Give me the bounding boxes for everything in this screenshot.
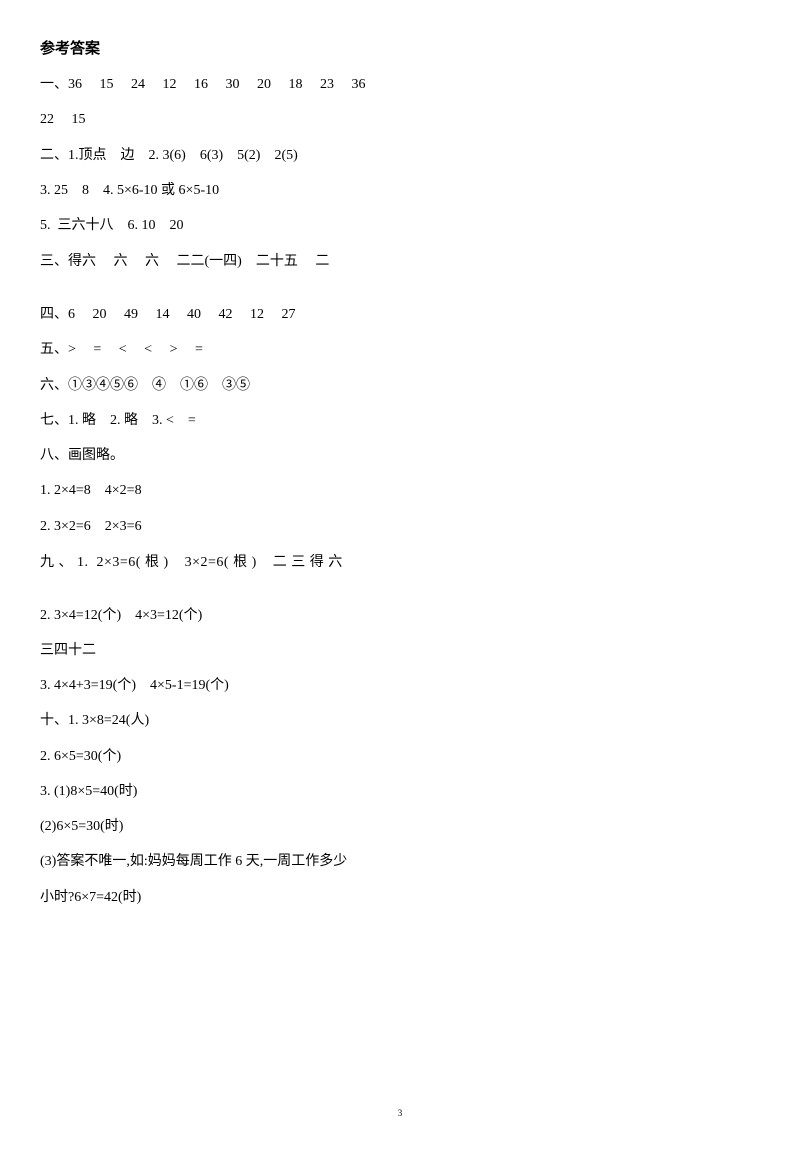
answer-line-section-2-q3-q4: 3. 25 8 4. 5×6-10 或 6×5-10 — [40, 183, 220, 198]
answer-line-section-5: 五、> = < < > = — [40, 342, 203, 357]
answer-line-section-1-cont: 22 15 — [40, 112, 86, 127]
answer-line-section-9-q2-cont: 三四十二 — [40, 643, 96, 658]
answer-line-section-9: 九 、 1. 2×3=6( 根 ) 3×2=6( 根 ) 二 三 得 六 — [40, 555, 343, 570]
answer-line-section-2: 二、1.顶点 边 2. 3(6) 6(3) 5(2) 2(5) — [40, 148, 298, 163]
answer-line-section-3: 三、得六 六 六 二二(一四) 二十五 二 — [40, 254, 330, 269]
answer-line-section-1: 一、36 15 24 12 16 30 20 18 23 36 — [40, 77, 366, 92]
answer-line-section-8-q2: 2. 3×2=6 2×3=6 — [40, 519, 142, 534]
answer-line-section-10-q3-3: (3)答案不唯一,如:妈妈每周工作 6 天,一周工作多少 — [40, 854, 348, 869]
answer-line-section-8-q1: 1. 2×4=8 4×2=8 — [40, 483, 142, 498]
page-title: 参考答案 — [40, 39, 101, 57]
answer-line-section-9-q2: 2. 3×4=12(个) 4×3=12(个) — [40, 608, 203, 623]
answer-line-section-10-q2: 2. 6×5=30(个) — [40, 749, 122, 764]
answer-line-section-9-q3: 3. 4×4+3=19(个) 4×5-1=19(个) — [40, 678, 229, 693]
page-number: 3 — [397, 1108, 403, 1118]
answer-line-section-10-q3-3-cont: 小时?6×7=42(时) — [40, 890, 142, 905]
answer-line-section-8: 八、画图略。 — [40, 448, 124, 463]
answer-line-section-4: 四、6 20 49 14 40 42 12 27 — [40, 307, 296, 322]
answer-line-section-2-q5-q6: 5. 三六十八 6. 10 20 — [40, 218, 184, 233]
answer-line-section-10-q3-1: 3. (1)8×5=40(时) — [40, 784, 138, 799]
answer-line-section-10: 十、1. 3×8=24(人) — [40, 713, 150, 728]
answer-line-section-10-q3-2: (2)6×5=30(时) — [40, 819, 124, 834]
answer-line-section-6: 六、①③④⑤⑥ ④ ①⑥ ③⑤ — [40, 378, 250, 393]
answer-line-section-7: 七、1. 略 2. 略 3. < = — [40, 413, 196, 428]
